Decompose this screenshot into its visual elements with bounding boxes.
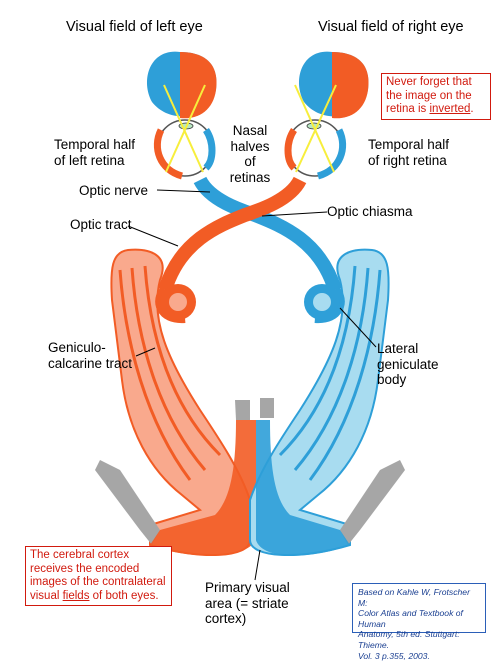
note-image-inverted: Never forget that the image on the retin… (381, 73, 491, 120)
note-cortex-line4-pre: visual (30, 589, 63, 602)
note-inverted-line3: retina is inverted. (386, 103, 486, 117)
label-nasal-halves: Nasal halves of retinas (228, 123, 272, 185)
label-lgb-line3: body (377, 372, 407, 387)
label-visual-field-left: Visual field of left eye (66, 19, 203, 35)
label-primary-line3: cortex) (205, 611, 247, 626)
note-cortex-line2: receives the encoded (30, 562, 140, 575)
note-cortex-fields-word: fields (62, 589, 90, 602)
label-temporal-right: Temporal half of right retina (368, 137, 449, 168)
note-cerebral-cortex: The cerebral cortex receives the encoded… (25, 546, 172, 606)
note-inverted-line3-post: . (470, 103, 474, 115)
label-temporal-left: Temporal half of left retina (54, 137, 135, 168)
label-primary-line1: Primary visual (205, 580, 290, 595)
right-hemisphere-pathway (249, 248, 405, 557)
right-visual-field (299, 51, 369, 119)
label-temporal-left-line1: Temporal half (54, 137, 136, 152)
label-visual-field-right: Visual field of right eye (318, 19, 464, 35)
citation-box: Based on Kahle W, Frotscher M: Color Atl… (352, 583, 486, 661)
label-nasal-line2: halves (230, 138, 270, 154)
note-inverted-word: inverted (429, 103, 471, 115)
label-lgb-line2: geniculate (377, 356, 439, 372)
label-nasal-line4: retinas (229, 169, 271, 185)
label-nasal-line3: of (244, 154, 256, 169)
label-temporal-left-line2: of left retina (54, 152, 125, 168)
label-optic-tract: Optic tract (70, 217, 132, 232)
note-cortex-line4: visual fields of both eyes. (30, 590, 167, 604)
leader-lines (127, 189, 377, 581)
note-inverted-line2: the image on the (386, 89, 472, 102)
visual-pathway-diagram: Visual field of left eye Visual field of… (25, 19, 491, 661)
note-inverted-line1: Never forget that (386, 76, 472, 88)
note-cortex-line4-post: of both eyes. (89, 589, 159, 602)
note-cortex-line3: images of the contralateral (30, 576, 166, 588)
label-geniculo-line1: Geniculo- (48, 340, 106, 355)
citation-line4: Vol. 3 p.355, 2003. (358, 650, 430, 661)
label-temporal-right-line2: of right retina (368, 152, 447, 168)
note-inverted-line3-pre: retina is (386, 103, 430, 115)
label-optic-nerve: Optic nerve (79, 183, 149, 198)
citation-line1: Based on Kahle W, Frotscher M: (358, 587, 470, 608)
label-optic-chiasma: Optic chiasma (327, 204, 413, 219)
note-cortex-line1: The cerebral cortex (30, 549, 130, 561)
left-eye (153, 84, 216, 180)
citation-line2: Color Atlas and Textbook of Human (358, 608, 463, 629)
label-nasal-line1: Nasal (232, 123, 268, 138)
lateral-geniculate-bodies (160, 284, 340, 320)
diagram-graphic (95, 51, 405, 581)
label-lgb-line1: Lateral (377, 341, 419, 356)
label-geniculo-line2: calcarine tract (48, 355, 133, 371)
label-primary-line2: area (= striate (205, 595, 289, 611)
left-visual-field (147, 51, 217, 119)
label-temporal-right-line1: Temporal half (368, 137, 450, 152)
label-lateral-geniculate-body: Lateral geniculate body (377, 341, 439, 388)
left-hemisphere-pathway (95, 248, 256, 557)
right-eye (284, 84, 347, 180)
label-geniculocalcarine-tract: Geniculo- calcarine tract (48, 340, 132, 371)
label-primary-visual-area: Primary visual area (= striate cortex) (205, 580, 290, 627)
